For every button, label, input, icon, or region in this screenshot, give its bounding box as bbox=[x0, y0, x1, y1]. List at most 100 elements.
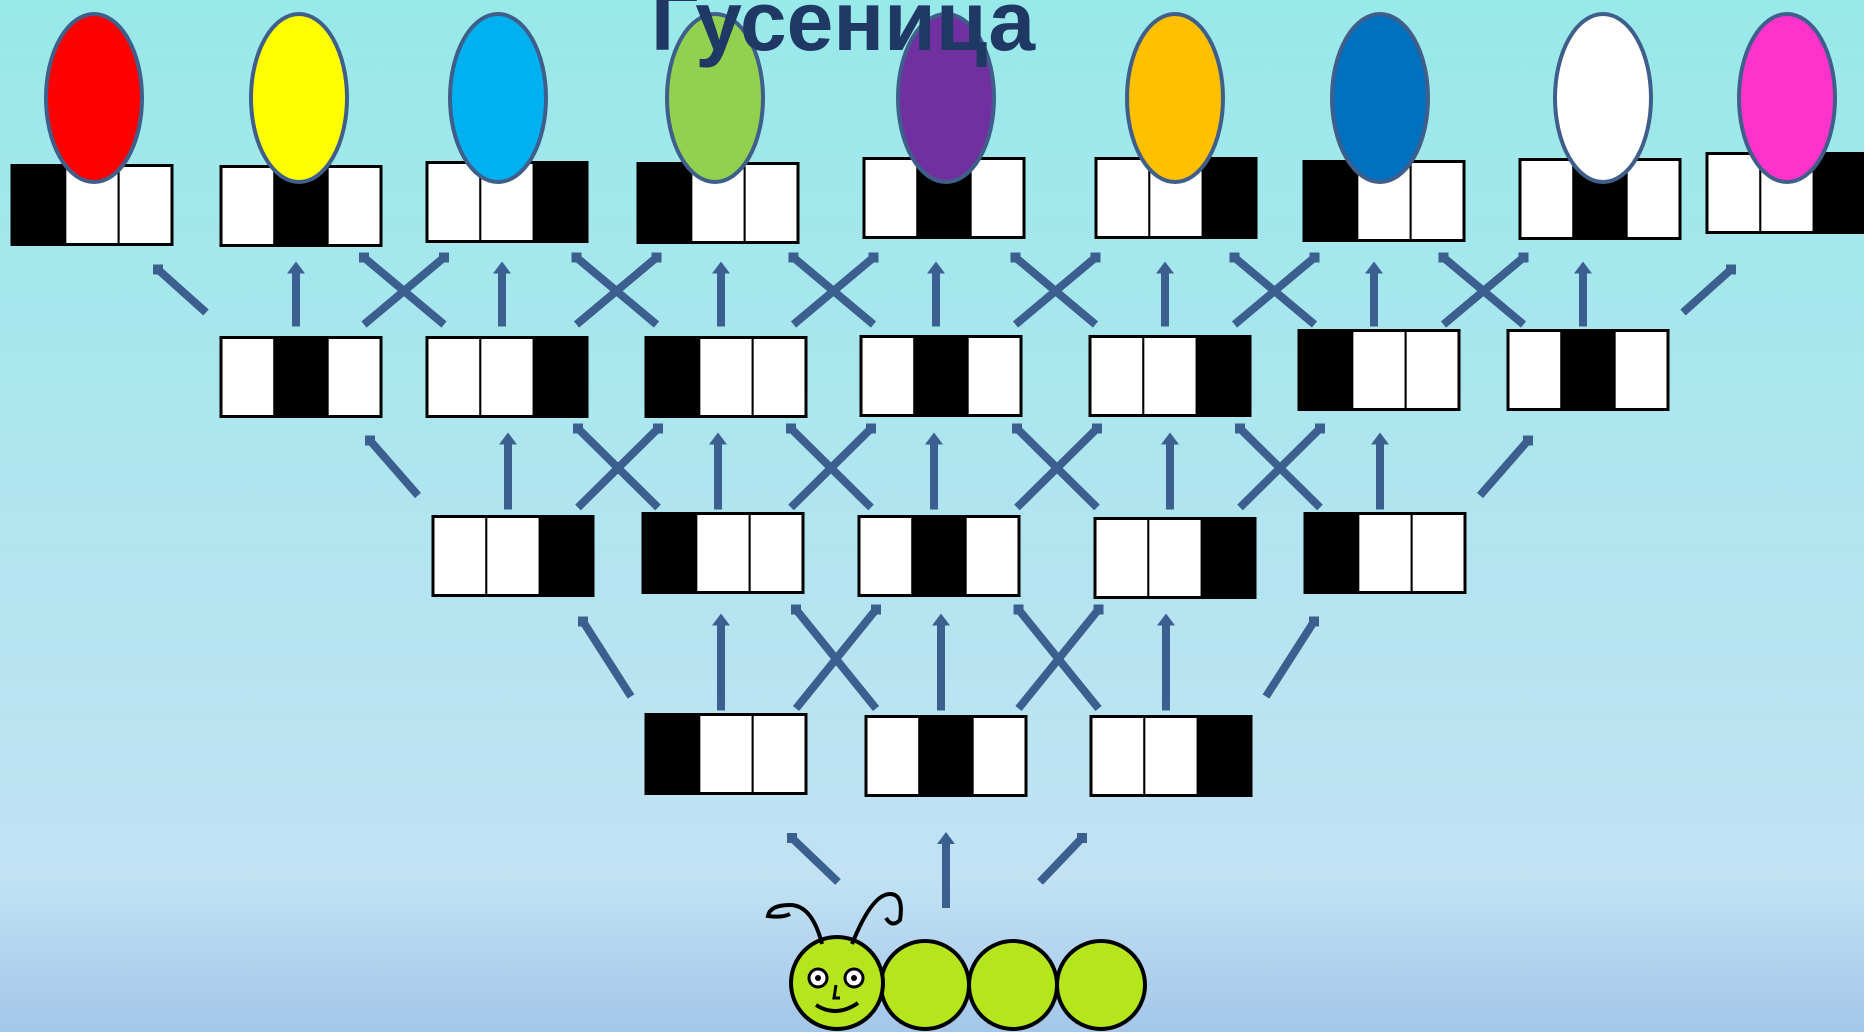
blue-oval[interactable] bbox=[1330, 12, 1430, 184]
top-box-4-cell-1-filled bbox=[637, 162, 693, 244]
top-box-5-cell-3-empty bbox=[969, 157, 1026, 239]
row2-box-1-cell-2-filled bbox=[273, 336, 329, 418]
row3-box-4 bbox=[1093, 517, 1257, 599]
arrow-up-r3-2 bbox=[932, 613, 950, 711]
red-oval[interactable] bbox=[44, 12, 144, 184]
row4-box-2-cell-3-empty bbox=[971, 715, 1028, 797]
row4-box-1-cell-3-empty bbox=[751, 713, 808, 795]
top-box-7-cell-3-empty bbox=[1409, 160, 1465, 242]
top-box-1-cell-3-empty bbox=[117, 164, 173, 246]
cross-b-r2-3 bbox=[1014, 423, 1102, 511]
cat-arrow-right bbox=[1037, 833, 1087, 885]
row4-box-2-cell-2-filled bbox=[918, 715, 974, 797]
row2-box-1-cell-1-empty bbox=[220, 336, 276, 418]
green-oval[interactable] bbox=[665, 12, 765, 184]
ovals-layer bbox=[44, 12, 1837, 184]
row2-box-6-cell-2-empty bbox=[1351, 329, 1407, 411]
row2-box-1 bbox=[219, 336, 383, 418]
top-box-4-cell-3-empty bbox=[743, 162, 800, 244]
pink-oval[interactable] bbox=[1737, 12, 1837, 184]
white-oval[interactable] bbox=[1553, 12, 1653, 184]
row4-box-2 bbox=[864, 715, 1028, 797]
page-title: Гусеница bbox=[651, 0, 1037, 68]
row2-box-4 bbox=[859, 335, 1023, 417]
cross-b-r1-2 bbox=[573, 252, 662, 328]
arrow-up-r2-4 bbox=[1161, 432, 1179, 510]
row2-box-5-cell-1-empty bbox=[1089, 335, 1145, 417]
row3-box-5-cell-3-empty bbox=[1410, 512, 1466, 594]
row3-box-2-cell-3-empty bbox=[748, 512, 805, 594]
top-box-8-cell-1-empty bbox=[1519, 158, 1575, 240]
arrow-up-r1-3 bbox=[712, 261, 730, 327]
caterpillar-segment-3 bbox=[967, 939, 1059, 1031]
arrow-up-r3-3 bbox=[1157, 613, 1175, 711]
row3-box-1-cell-2-empty bbox=[485, 515, 541, 597]
row2-box-3-cell-1-filled bbox=[645, 336, 701, 418]
top-box-3-cell-1-empty bbox=[426, 161, 482, 243]
row3-box-2-cell-2-empty bbox=[695, 512, 751, 594]
top-box-9-cell-3-filled bbox=[1812, 152, 1864, 234]
cross-b-r1-5 bbox=[1231, 252, 1320, 328]
arrow-up-r1-7 bbox=[1574, 261, 1592, 327]
edge-left-r2 bbox=[365, 435, 422, 499]
row4-box-3-cell-1-empty bbox=[1090, 715, 1146, 797]
cross-b-r1-4 bbox=[1012, 252, 1101, 328]
row2-box-2-cell-2-empty bbox=[479, 336, 535, 418]
top-box-5-cell-1-empty bbox=[863, 157, 919, 239]
row4-box-3 bbox=[1089, 715, 1253, 797]
cross-b-r3-2 bbox=[1015, 604, 1104, 712]
row2-box-7-cell-3-empty bbox=[1613, 329, 1669, 411]
row3-box-5 bbox=[1303, 512, 1467, 594]
caterpillar-segment-2 bbox=[879, 939, 971, 1031]
edge-right-r1 bbox=[1680, 264, 1736, 316]
arrow-up-r1-6 bbox=[1365, 261, 1383, 327]
row3-box-1-cell-1-empty bbox=[432, 515, 488, 597]
purple-oval[interactable] bbox=[896, 12, 996, 184]
orange-oval[interactable] bbox=[1125, 12, 1225, 184]
row2-box-1-cell-3-empty bbox=[326, 336, 382, 418]
arrow-up-r1-1 bbox=[287, 261, 305, 327]
row3-box-3-cell-3-empty bbox=[964, 515, 1021, 597]
edge-right-r3 bbox=[1262, 616, 1319, 699]
top-box-4 bbox=[636, 162, 800, 244]
top-box-2-cell-1-empty bbox=[220, 165, 276, 247]
arrow-up-r1-5 bbox=[1156, 261, 1174, 327]
edge-left-r1 bbox=[153, 264, 209, 316]
row2-box-7-cell-1-empty bbox=[1507, 329, 1563, 411]
boxes-layer bbox=[10, 152, 1864, 797]
row4-box-3-cell-2-empty bbox=[1143, 715, 1199, 797]
row2-box-3-cell-3-empty bbox=[751, 336, 808, 418]
row4-box-3-cell-3-filled bbox=[1196, 715, 1252, 797]
row2-box-5-cell-2-empty bbox=[1142, 335, 1198, 417]
light-blue-oval[interactable] bbox=[448, 12, 548, 184]
row2-box-7-cell-2-filled bbox=[1560, 329, 1616, 411]
cross-b-r2-4 bbox=[1237, 423, 1325, 511]
edge-right-r2 bbox=[1476, 435, 1533, 499]
row2-box-4-cell-1-empty bbox=[860, 335, 916, 417]
cat-arrow-left bbox=[787, 833, 841, 885]
left-antenna bbox=[765, 902, 824, 945]
row2-box-6-cell-3-empty bbox=[1404, 329, 1460, 411]
row2-box-4-cell-3-empty bbox=[966, 335, 1023, 417]
yellow-oval[interactable] bbox=[249, 12, 349, 184]
nose bbox=[832, 984, 840, 1000]
row2-box-4-cell-2-filled bbox=[913, 335, 969, 417]
row2-box-5-cell-3-filled bbox=[1195, 335, 1251, 417]
row3-box-3-cell-2-filled bbox=[911, 515, 967, 597]
row3-box-4-cell-1-empty bbox=[1094, 517, 1150, 599]
arrow-up-r3-1 bbox=[712, 613, 730, 711]
row4-box-1-cell-2-empty bbox=[698, 713, 754, 795]
cross-b-r1-6 bbox=[1440, 252, 1529, 328]
row4-box-1-cell-1-filled bbox=[645, 713, 701, 795]
cross-b-r1-3 bbox=[790, 252, 879, 328]
arrow-up-r2-5 bbox=[1371, 432, 1389, 510]
caterpillar[interactable] bbox=[765, 891, 1147, 1031]
arrow-up-r1-2 bbox=[493, 261, 511, 327]
cross-b-r1-1 bbox=[361, 252, 449, 328]
row2-box-5 bbox=[1088, 335, 1252, 417]
top-box-2-cell-3-empty bbox=[326, 165, 382, 247]
arrow-up-r1-4 bbox=[927, 261, 945, 327]
row2-box-2 bbox=[425, 336, 589, 418]
edge-left-r3 bbox=[578, 616, 635, 699]
arrow-up-r2-3 bbox=[925, 432, 943, 510]
